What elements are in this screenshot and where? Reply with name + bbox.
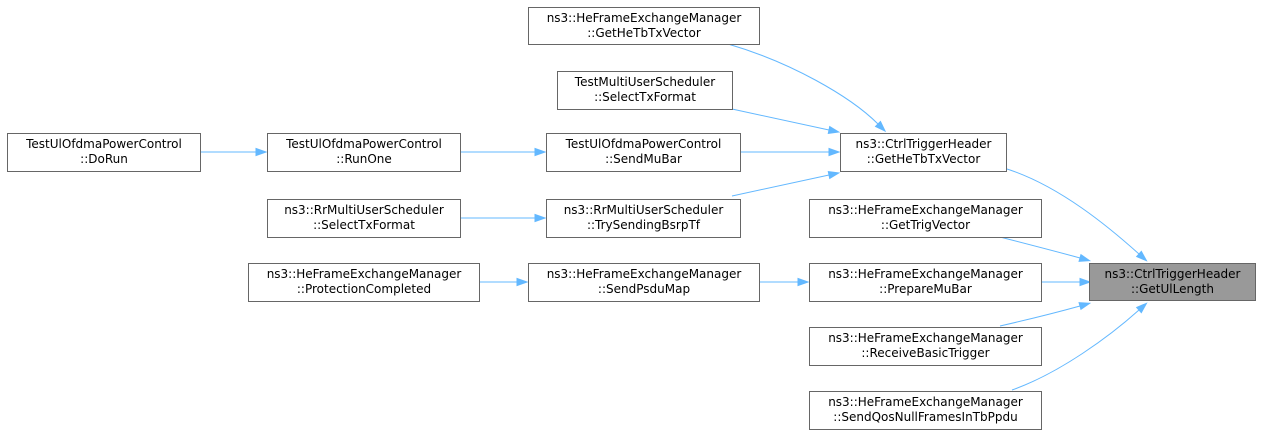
edge-hefem_send_qos_null-to-get_ul_length	[1011, 302, 1148, 391]
edge-line	[727, 43, 879, 125]
edge-hefem_get_trig_vector-to-get_ul_length	[999, 236, 1092, 262]
node-hefem_send_psdu_map[interactable]: ns3::HeFrameExchangeManager::SendPsduMap	[528, 263, 760, 302]
node-label-scope: ns3::CtrlTriggerHeader	[1104, 267, 1240, 281]
node-get_ul_length: ns3::CtrlTriggerHeader::GetUlLength	[1089, 263, 1256, 301]
node-hefem_send_qos_null[interactable]: ns3::HeFrameExchangeManager::SendQosNull…	[809, 391, 1042, 430]
node-box	[528, 7, 760, 45]
edge-tupc_run_one-to-tupc_send_mu_bar	[459, 147, 547, 157]
node-label-scope: ns3::HeFrameExchangeManager	[547, 267, 742, 281]
node-label-method: ::SelectTxFormat	[594, 90, 696, 104]
node-box	[809, 391, 1042, 430]
node-box	[267, 133, 461, 172]
edge-hefem_protection_completed-to-hefem_send_psdu_map	[478, 277, 529, 287]
node-box	[7, 133, 201, 172]
edge-line	[999, 236, 1081, 259]
edge-arrowhead	[534, 213, 547, 223]
node-tupc_send_mu_bar[interactable]: TestUlOfdmaPowerControl::SendMuBar	[546, 133, 741, 172]
node-box	[809, 263, 1042, 302]
node-tmus_select_tx_format[interactable]: TestMultiUserScheduler::SelectTxFormat	[557, 71, 733, 110]
edge-line	[1006, 168, 1140, 255]
edge-rrmus_select_tx_format-to-rrmus_try_sending_bsrp_tf	[460, 213, 547, 223]
node-ctrl_get_he_tb_tx_vector[interactable]: ns3::CtrlTriggerHeader::GetHeTbTxVector	[840, 133, 1007, 172]
node-rrmus_select_tx_format[interactable]: ns3::RrMultiUserScheduler::SelectTxForma…	[267, 199, 461, 238]
edge-line	[999, 305, 1081, 327]
edge-hefem_receive_basic_trigger-to-get_ul_length	[999, 302, 1092, 327]
edge-arrowhead	[827, 170, 841, 180]
node-box	[546, 133, 741, 172]
node-box	[528, 263, 760, 302]
edge-arrowhead	[255, 147, 268, 157]
edge-tupc_do_run-to-tupc_run_one	[199, 147, 268, 157]
edge-arrowhead	[828, 147, 841, 157]
node-label-method: ::GetUlLength	[1131, 282, 1214, 296]
node-label-scope: ns3::HeFrameExchangeManager	[267, 267, 462, 281]
edge-hefem_get_he_tb_tx_vector-to-ctrl_get_he_tb_tx_vector	[727, 43, 887, 133]
edge-arrowhead	[874, 120, 887, 133]
node-rrmus_try_sending_bsrp_tf[interactable]: ns3::RrMultiUserScheduler::TrySendingBsr…	[546, 199, 741, 238]
edge-arrowhead	[534, 147, 547, 157]
node-box	[557, 71, 733, 110]
edge-tupc_send_mu_bar-to-ctrl_get_he_tb_tx_vector	[739, 147, 841, 157]
node-box	[1089, 263, 1256, 301]
edge-arrowhead	[827, 125, 841, 135]
node-label-method: ::ReceiveBasicTrigger	[861, 346, 989, 360]
edge-hefem_prepare_mu_bar-to-get_ul_length	[1040, 277, 1092, 287]
edge-arrowhead	[797, 277, 810, 287]
node-label-method: ::SendPsduMap	[598, 282, 690, 296]
node-tupc_do_run[interactable]: TestUlOfdmaPowerControl::DoRun	[7, 133, 201, 172]
node-tupc_run_one[interactable]: TestUlOfdmaPowerControl::RunOne	[267, 133, 461, 172]
node-label-scope: ns3::RrMultiUserScheduler	[564, 203, 724, 217]
node-box	[267, 199, 461, 238]
node-label-method: ::GetHeTbTxVector	[867, 152, 981, 166]
edge-tmus_select_tx_format-to-ctrl_get_he_tb_tx_vector	[731, 108, 841, 135]
node-label-method: ::SelectTxFormat	[313, 218, 415, 232]
node-label-scope: ns3::HeFrameExchangeManager	[828, 267, 1023, 281]
edge-arrowhead	[1078, 302, 1092, 311]
edge-hefem_send_psdu_map-to-hefem_prepare_mu_bar	[758, 277, 810, 287]
node-hefem_protection_completed[interactable]: ns3::HeFrameExchangeManager::ProtectionC…	[248, 263, 480, 302]
edge-line	[731, 174, 830, 197]
node-label-method: ::SendMuBar	[605, 152, 682, 166]
node-hefem_receive_basic_trigger[interactable]: ns3::HeFrameExchangeManager::ReceiveBasi…	[809, 327, 1042, 366]
edge-line	[1011, 309, 1140, 391]
node-label-method: ::TrySendingBsrpTf	[587, 218, 701, 232]
node-label-scope: ns3::HeFrameExchangeManager	[828, 331, 1023, 345]
node-box	[248, 263, 480, 302]
edge-arrowhead	[1135, 302, 1148, 314]
node-label-scope: TestUlOfdmaPowerControl	[285, 137, 442, 151]
node-label-scope: ns3::HeFrameExchangeManager	[547, 11, 742, 25]
node-label-scope: ns3::HeFrameExchangeManager	[828, 395, 1023, 409]
node-label-scope: ns3::HeFrameExchangeManager	[828, 203, 1023, 217]
edges-layer	[199, 43, 1148, 391]
node-label-method: ::DoRun	[80, 152, 128, 166]
node-label-method: ::SendQosNullFramesInTbPpdu	[833, 410, 1017, 424]
edge-line	[731, 108, 830, 131]
node-label-method: ::PrepareMuBar	[879, 282, 972, 296]
node-label-method: ::GetTrigVector	[881, 218, 970, 232]
node-label-method: ::ProtectionCompleted	[297, 282, 431, 296]
node-label-scope: ns3::CtrlTriggerHeader	[855, 137, 991, 151]
node-label-scope: TestMultiUserScheduler	[574, 75, 715, 89]
nodes-layer: ns3::CtrlTriggerHeader::GetUlLengthns3::…	[7, 7, 1256, 430]
edge-arrowhead	[1135, 250, 1148, 262]
node-label-method: ::RunOne	[336, 152, 392, 166]
node-hefem_prepare_mu_bar[interactable]: ns3::HeFrameExchangeManager::PrepareMuBa…	[809, 263, 1042, 302]
node-box	[809, 199, 1042, 238]
node-label-scope: ns3::RrMultiUserScheduler	[284, 203, 444, 217]
node-box	[546, 199, 741, 238]
edge-arrowhead	[516, 277, 529, 287]
node-label-scope: TestUlOfdmaPowerControl	[25, 137, 182, 151]
node-hefem_get_trig_vector[interactable]: ns3::HeFrameExchangeManager::GetTrigVect…	[809, 199, 1042, 238]
node-label-method: ::GetHeTbTxVector	[587, 26, 701, 40]
edge-rrmus_try_sending_bsrp_tf-to-ctrl_get_he_tb_tx_vector	[731, 170, 841, 197]
edge-arrowhead	[1079, 277, 1092, 287]
node-label-scope: TestUlOfdmaPowerControl	[565, 137, 722, 151]
edge-arrowhead	[1078, 253, 1092, 262]
node-box	[840, 133, 1007, 172]
node-box	[809, 327, 1042, 366]
edge-ctrl_get_he_tb_tx_vector-to-get_ul_length	[1006, 168, 1148, 262]
node-hefem_get_he_tb_tx_vector[interactable]: ns3::HeFrameExchangeManager::GetHeTbTxVe…	[528, 7, 760, 45]
